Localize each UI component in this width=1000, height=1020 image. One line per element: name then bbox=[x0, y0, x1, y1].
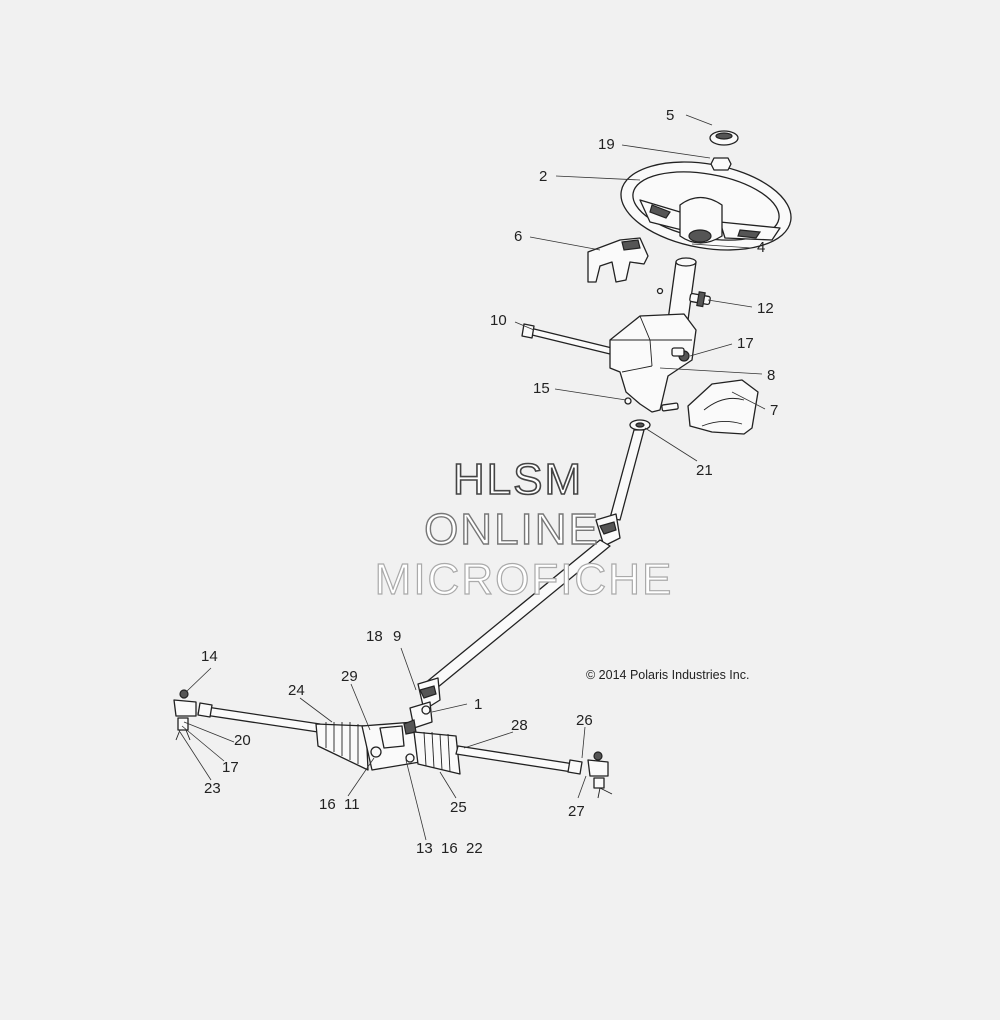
callout-8: 8 bbox=[767, 367, 775, 384]
callout-14: 14 bbox=[201, 648, 218, 665]
watermark-line-3: MICROFICHE bbox=[375, 555, 674, 604]
bolt-15 bbox=[624, 397, 679, 412]
copyright-text: © 2014 Polaris Industries Inc. bbox=[586, 668, 749, 682]
callout-16-11: 16 11 bbox=[319, 796, 360, 813]
watermark-line-1: HLSM bbox=[453, 455, 583, 504]
callout-5: 5 bbox=[666, 107, 674, 124]
callout-12: 12 bbox=[757, 300, 774, 317]
callout-29: 29 bbox=[341, 668, 358, 685]
steering-wheel bbox=[620, 161, 792, 251]
callout-7: 7 bbox=[770, 402, 778, 419]
callout-26: 26 bbox=[576, 712, 593, 729]
lower-u-joint bbox=[409, 677, 441, 729]
rack-right-boot bbox=[413, 731, 461, 775]
callout-21: 21 bbox=[696, 462, 713, 479]
watermark: HLSM ONLINE MICROFICHE bbox=[374, 454, 674, 604]
rack-left-boot bbox=[315, 722, 369, 771]
callout-23: 23 bbox=[204, 780, 221, 797]
callout-9: 9 bbox=[393, 628, 401, 645]
callout-17-upper: 17 bbox=[737, 335, 754, 352]
callout-17-lower: 17 bbox=[222, 759, 239, 776]
rack-left-tie-rod bbox=[197, 702, 321, 733]
callout-15: 15 bbox=[533, 380, 550, 397]
callout-labels: 5 19 2 6 4 12 10 17 8 15 7 21 18 9 14 29… bbox=[201, 107, 778, 857]
callout-6: 6 bbox=[514, 228, 522, 245]
watermark-line-2: ONLINE bbox=[424, 505, 600, 554]
callout-10: 10 bbox=[490, 312, 507, 329]
column-bracket bbox=[609, 313, 697, 413]
rack-housing bbox=[361, 719, 421, 771]
callout-24: 24 bbox=[288, 682, 305, 699]
bolt-12 bbox=[689, 291, 711, 308]
wheel-nut bbox=[710, 157, 732, 171]
callout-4: 4 bbox=[757, 239, 765, 256]
callout-2: 2 bbox=[539, 168, 547, 185]
leader-lines bbox=[179, 114, 766, 841]
steering-column-tube bbox=[656, 257, 697, 321]
column-lower-cover bbox=[687, 379, 759, 435]
callout-20: 20 bbox=[234, 732, 251, 749]
tie-rod-end-left bbox=[173, 689, 197, 741]
tie-rod-end-right bbox=[587, 751, 613, 799]
callout-27: 27 bbox=[568, 803, 585, 820]
callout-13-16-22: 13 16 22 bbox=[416, 840, 483, 857]
callout-28: 28 bbox=[511, 717, 528, 734]
intermediate-shaft-upper bbox=[595, 429, 645, 547]
callout-1: 1 bbox=[474, 696, 482, 713]
rack-right-tie-rod bbox=[455, 745, 583, 775]
callout-19: 19 bbox=[598, 136, 615, 153]
pivot-bolt bbox=[521, 323, 613, 355]
column-bearing bbox=[629, 419, 651, 431]
column-upper-cover bbox=[587, 237, 649, 283]
callout-25: 25 bbox=[450, 799, 467, 816]
horn-cap bbox=[709, 130, 739, 146]
callout-18: 18 bbox=[366, 628, 383, 645]
